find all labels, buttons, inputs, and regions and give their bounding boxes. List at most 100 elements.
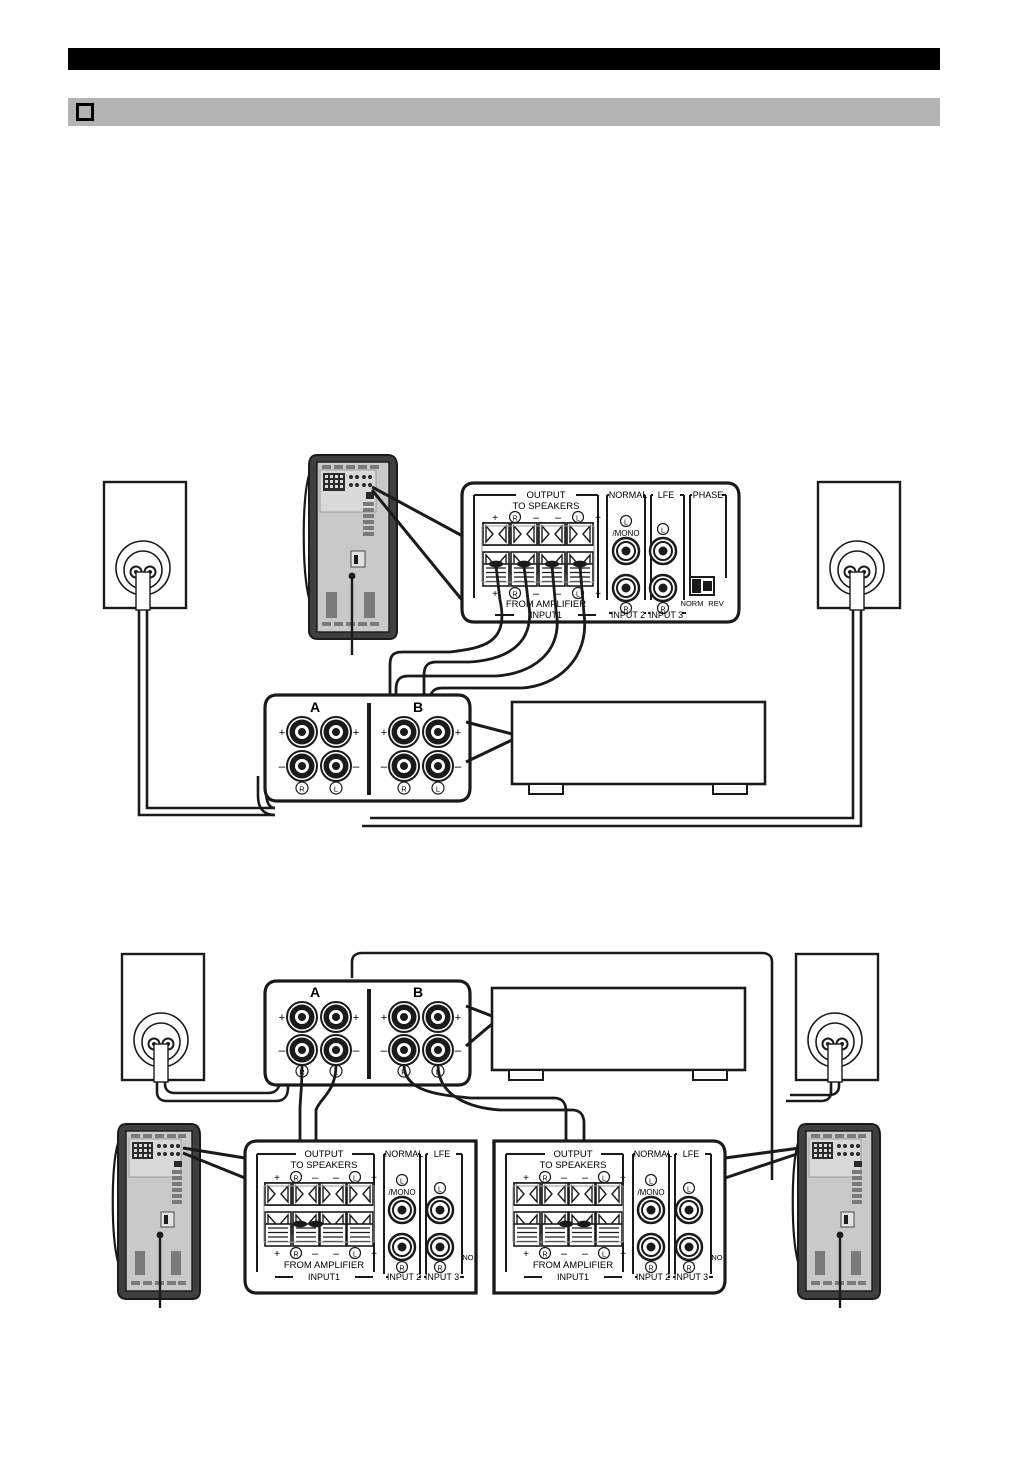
label-input3: INPUT 3 <box>649 610 683 620</box>
label-lfe: LFE <box>658 490 675 500</box>
label-to-speakers: TO SPEAKERS <box>291 1160 358 1171</box>
svg-text:/MONO: /MONO <box>388 1188 415 1197</box>
output-mark-minus-r: – <box>561 1172 568 1184</box>
svg-text:L: L <box>649 1179 653 1186</box>
label-from-amplifier: FROM AMPLIFIER <box>284 1260 364 1271</box>
output-mark-plus-l: + <box>595 513 601 524</box>
svg-text:R: R <box>623 607 628 614</box>
svg-text:L: L <box>624 520 628 527</box>
svg-text:L: L <box>436 785 440 794</box>
label-output: OUTPUT <box>526 490 565 501</box>
amplifier <box>490 986 747 1081</box>
terminal-b-group: + + – – R L <box>381 716 462 795</box>
a-minus-r: – <box>279 1043 286 1057</box>
terminal-a-group: + + – – R L <box>279 716 360 795</box>
input-mark-minus-l: – <box>555 588 562 600</box>
right-subwoofer-rear-panel-detail: OUTPUT TO SPEAKERS + R – – L + <box>492 1139 727 1295</box>
input-mark-r: R <box>289 1246 303 1260</box>
a-minus-l: – <box>353 759 360 773</box>
label-input2: INPUT 2 <box>611 610 645 620</box>
input-mark-r: R <box>538 1246 552 1260</box>
output-mark-minus-r: – <box>312 1172 319 1184</box>
page-header-bar <box>68 48 940 70</box>
left-speaker <box>120 952 206 1083</box>
label-normal: NORMAL <box>609 490 648 500</box>
output-mark-plus-r: + <box>523 1173 529 1184</box>
svg-text:L: L <box>400 1179 404 1186</box>
input-mark-plus-l: + <box>371 1249 377 1260</box>
label-cut-off: NO <box>462 1253 473 1262</box>
svg-text:L: L <box>661 528 665 535</box>
jack-normal-r: R <box>611 573 641 615</box>
input-mark-minus-r: – <box>312 1248 319 1260</box>
label-terminal-a: A <box>310 699 320 715</box>
label-input3: INPUT 3 <box>425 1272 459 1282</box>
b-plus-l: + <box>455 1012 461 1024</box>
a-plus-l: + <box>353 727 359 739</box>
b-minus-l: – <box>455 759 462 773</box>
label-normal: NORMAL <box>634 1149 673 1159</box>
jack-lfe-r: R <box>674 1232 704 1274</box>
subwoofer-rear-panel-detail: OUTPUT TO SPEAKERS + R – – L + <box>460 481 741 624</box>
label-input1: INPUT1 <box>530 610 562 620</box>
input-mark-plus-l: + <box>595 589 601 600</box>
jack-normal-r: R <box>636 1232 666 1274</box>
input-mark-plus-r: + <box>492 589 498 600</box>
label-output: OUTPUT <box>304 1149 343 1160</box>
diagram-bottom: A B + + – – R L + + – <box>111 951 881 1308</box>
output-mark-minus-r: – <box>533 512 540 524</box>
jack-lfe-l: L <box>674 1181 704 1225</box>
label-input1: INPUT1 <box>557 1272 589 1282</box>
a-label-r: R <box>295 781 309 795</box>
input-mark-r: R <box>508 586 522 600</box>
svg-text:/MONO: /MONO <box>612 529 639 538</box>
section-heading-bar <box>68 98 940 126</box>
svg-text:L: L <box>334 785 338 794</box>
right-speaker <box>816 480 902 611</box>
svg-text:R: R <box>401 785 407 794</box>
a-plus-r: + <box>279 1012 285 1024</box>
phase-switch[interactable] <box>689 576 715 596</box>
b-plus-r: + <box>381 727 387 739</box>
input-mark-plus-r: + <box>274 1249 280 1260</box>
a-plus-l: + <box>353 1012 359 1024</box>
b-minus-r: – <box>381 1043 388 1057</box>
svg-text:R: R <box>293 1176 298 1183</box>
right-speaker <box>794 952 880 1083</box>
input-mark-minus-l: – <box>582 1248 589 1260</box>
svg-text:L: L <box>602 1252 606 1259</box>
svg-text:L: L <box>576 592 580 599</box>
label-lfe: LFE <box>683 1149 700 1159</box>
label-input3: INPUT 3 <box>674 1272 708 1282</box>
input-mark-l: L <box>348 1246 362 1260</box>
svg-text:R: R <box>660 607 665 614</box>
svg-text:L: L <box>687 1187 691 1194</box>
svg-text:R: R <box>542 1176 547 1183</box>
label-to-speakers: TO SPEAKERS <box>513 501 580 512</box>
svg-text:R: R <box>293 1252 298 1259</box>
svg-text:/MONO: /MONO <box>637 1188 664 1197</box>
svg-text:R: R <box>299 785 305 794</box>
output-mark-plus-r: + <box>274 1173 280 1184</box>
amplifier-terminal-detail: A B + + – – R L + + – <box>263 693 472 803</box>
terminal-grid <box>513 1182 623 1247</box>
a-label-l: L <box>329 781 343 795</box>
jack-lfe-r: R <box>648 573 678 615</box>
left-subwoofer <box>111 1123 201 1308</box>
b-label-r: R <box>397 781 411 795</box>
label-output: OUTPUT <box>553 1149 592 1160</box>
svg-text:L: L <box>602 1176 606 1183</box>
b-plus-r: + <box>381 1012 387 1024</box>
svg-text:R: R <box>542 1252 547 1259</box>
label-from-amplifier: FROM AMPLIFIER <box>533 1260 613 1271</box>
a-minus-l: – <box>353 1043 360 1057</box>
square-outline-icon <box>76 103 94 121</box>
input-mark-minus-r: – <box>561 1248 568 1260</box>
diagram-top: OUTPUT TO SPEAKERS + R – – L + <box>102 454 902 828</box>
b-minus-r: – <box>381 759 388 773</box>
output-mark-minus-l: – <box>582 1172 589 1184</box>
amplifier <box>510 700 767 795</box>
jack-l-mono: L /MONO <box>636 1173 666 1225</box>
svg-text:R: R <box>648 1266 653 1273</box>
